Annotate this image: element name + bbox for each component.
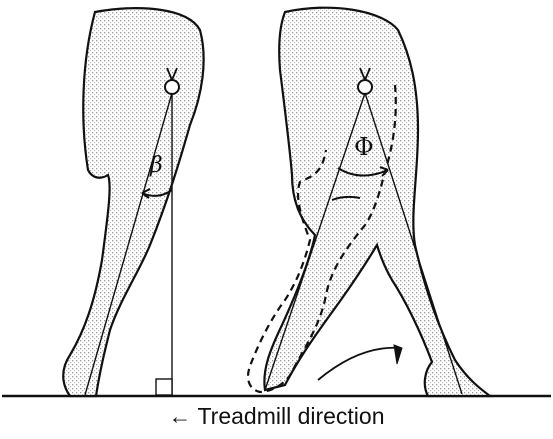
swing-arrowhead — [394, 345, 402, 364]
swing-motion-arrow — [318, 348, 400, 380]
angle-beta-label: β — [149, 153, 163, 178]
left-hip-joint — [165, 80, 179, 94]
right-leg-silhouette — [264, 8, 490, 396]
left-leg-silhouette — [63, 8, 203, 396]
treadmill-direction-caption: ← Treadmill direction — [0, 398, 553, 434]
right-angle-marker — [156, 379, 172, 395]
angle-phi-label: Φ — [354, 133, 374, 161]
right-hip-joint — [358, 80, 372, 94]
